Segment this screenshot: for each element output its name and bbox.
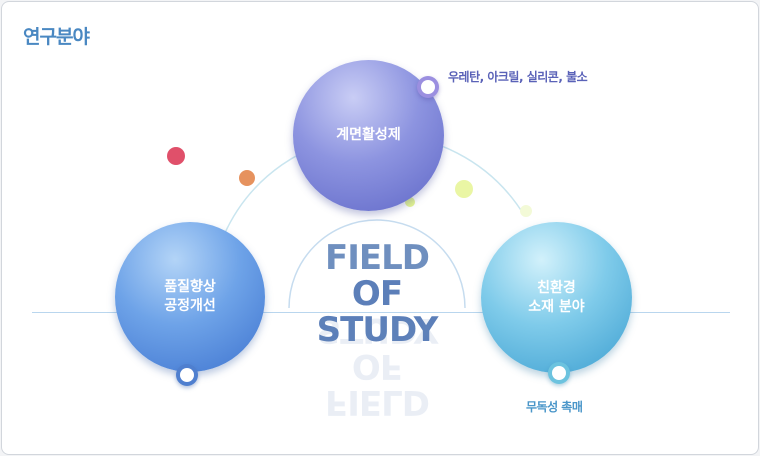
node-eco-materials: 친환경 소재 분야 xyxy=(481,222,632,373)
annotation-bottom: 무독성 촉매 xyxy=(526,400,583,414)
node-quality-process: 품질향상 공정개선 xyxy=(115,222,265,372)
reflection-line1: FIELD xyxy=(325,382,429,422)
dot-red xyxy=(167,147,185,165)
node-surfactant-label: 계면활성제 xyxy=(336,127,401,143)
connector-left xyxy=(176,364,198,386)
horizon-line xyxy=(32,312,730,313)
node-eco-materials-label: 친환경 소재 분야 xyxy=(528,279,584,317)
dot-pale xyxy=(520,205,532,217)
inner-arc xyxy=(288,219,466,309)
field-line2: OF STUDY xyxy=(316,274,439,350)
dot-yellow xyxy=(455,180,473,198)
page-title: 연구분야 xyxy=(23,26,90,48)
connector-top xyxy=(417,76,439,98)
field-of-study-reflection: FIELD OF STUDY xyxy=(294,310,460,422)
node-quality-process-label: 품질향상 공정개선 xyxy=(164,278,216,316)
field-line1: FIELD xyxy=(325,238,430,278)
reflection-line2: OF STUDY xyxy=(316,310,438,386)
node-right-line2: 소재 분야 xyxy=(528,298,585,315)
field-of-study-heading: FIELD OF STUDY xyxy=(294,240,460,348)
annotation-top: 우레탄, 아크릴, 실리콘, 불소 xyxy=(448,70,588,84)
node-right-line1: 친환경 xyxy=(537,279,576,296)
node-left-line2: 공정개선 xyxy=(164,298,216,314)
connector-right xyxy=(548,362,570,384)
dot-orange xyxy=(239,170,255,186)
node-left-line1: 품질향상 xyxy=(164,279,216,295)
